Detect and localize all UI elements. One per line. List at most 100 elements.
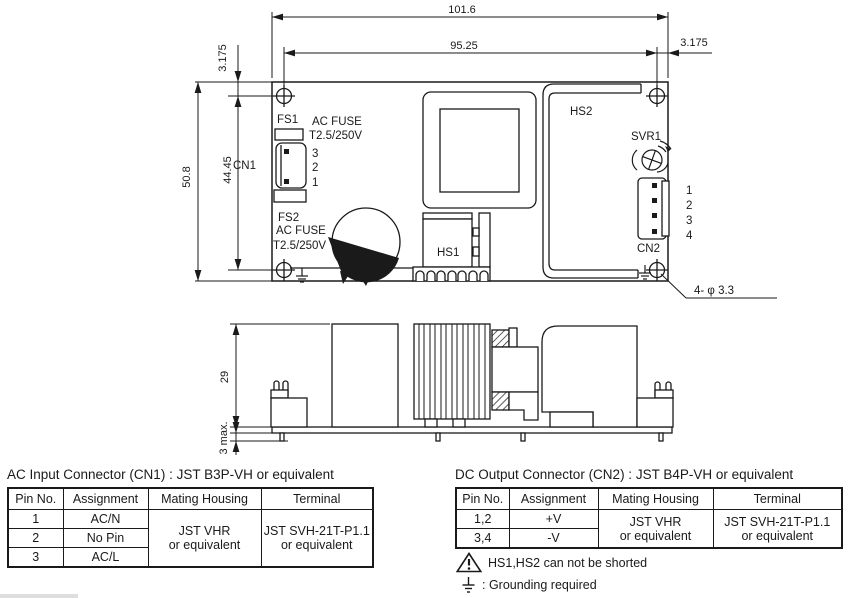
side-inductor-assembly [491,327,539,421]
cn2-label: CN2 [637,243,660,255]
warning-note-text: HS1,HS2 can not be shorted [488,555,648,570]
hs1-comb-teeth [415,270,489,281]
svr1-arc-rotate-1 [657,145,667,153]
table-row: 1 AC/N JST VHR or equivalent JST SVH-21T… [7,509,374,568]
cn2-col-assignment: Assignment [508,487,599,510]
cn1-table-header-row: Pin No. Assignment Mating Housing Termin… [7,487,374,510]
cn1-col-pin: Pin No. [7,487,64,510]
cn2-col-terminal: Terminal [712,487,843,510]
cn2-pin-mark-3 [652,213,657,218]
svr1-arc-rotate-2 [659,140,672,150]
cn2-mating-housing: JST VHR or equivalent [597,509,714,549]
capacitor-spike-2 [359,275,371,286]
cn1-col-assignment: Assignment [62,487,149,510]
cn2-table: Pin No. Assignment Mating Housing Termin… [455,487,843,549]
ground-symbol-right [639,265,651,280]
pcb-mechanical-drawing: FS1 AC FUSE T2.5/250V CN1 3 2 1 FS2 AC F… [181,4,777,455]
svr1-arc-left [631,149,638,171]
cn1-row2-assignment: No Pin [62,528,149,548]
dim-pin-length: 3 max. [218,421,230,454]
table-row: 2 No Pin [7,528,373,548]
svr1-potentiometer [631,140,672,173]
side-connector-left [270,380,308,428]
cn2-row2-pin: 3,4 [455,528,510,549]
top-view [271,81,777,299]
fs2-desc-2: T2.5/250V [273,240,326,252]
ground-icon [462,577,475,593]
cn1-pin-3: 3 [312,148,318,160]
dim-offset-right: 3.175 [680,37,708,49]
cn2-pin-4: 4 [686,230,693,242]
svr1-label: SVR1 [631,131,661,143]
hs1-label: HS1 [437,247,459,259]
fuse-fs1 [274,128,304,141]
cn2-pin-2: 2 [686,200,692,212]
ground-symbol-left [296,268,308,283]
cn2-col-housing: Mating Housing [597,487,714,510]
table-row: 1,2 +V JST VHR or equivalent JST SVH-21T… [455,509,843,549]
cn1-table: Pin No. Assignment Mating Housing Termin… [7,487,374,568]
cn1-connector [275,142,307,189]
side-view-dimension-labels: 29 3 max. [218,371,231,455]
cn1-row1-assignment: AC/N [62,509,149,529]
cn2-table-title: DC Output Connector (CN2) : JST B4P-VH o… [455,467,794,482]
warning-triangle-icon [456,552,482,573]
dim-height-holes: 44.45 [222,156,234,184]
cn1-pin-mark-top [284,149,289,154]
dim-offset-left: 3.175 [217,44,229,72]
cn2-table-section: DC Output Connector (CN2) : JST B4P-VH o… [455,467,843,549]
cn1-row3-assignment: AC/L [62,547,149,568]
grounding-note-text: : Grounding required [482,578,597,592]
cn2-table-header-row: Pin No. Assignment Mating Housing Termin… [455,487,843,510]
cn2-row1-assignment: +V [508,509,599,529]
fs1-desc-2: T2.5/250V [309,130,362,142]
top-view-dimensions [194,12,712,282]
table-row: 3,4 -V [455,528,842,549]
dim-component-height: 29 [219,371,231,383]
screw-hole-bottom-right [646,259,668,281]
cn2-pin-mark-4 [652,229,657,234]
cn1-row1-pin: 1 [7,509,64,529]
side-connector-right [636,381,674,428]
dim-width-holes: 95.25 [450,40,478,52]
side-view [270,323,674,442]
cn1-pin-2: 2 [312,162,318,174]
cn2-pin-3: 3 [686,215,692,227]
cn2-pin-mark-2 [652,198,657,203]
hs2-label: HS2 [570,106,592,118]
side-heatsink [541,325,638,428]
cn1-table-title: AC Input Connector (CN1) : JST B3P-VH or… [7,467,334,482]
svr1-arrowhead [665,146,671,152]
table-row: 3 AC/L [7,547,373,568]
capacitor-top [328,207,401,286]
cn2-terminal: JST SVH-21T-P1.1 or equivalent [712,509,843,549]
fs1-label: FS1 [277,114,298,126]
cn1-table-section: AC Input Connector (CN1) : JST B3P-VH or… [7,467,374,568]
hs1-heatsink [290,212,491,282]
cn1-row2-pin: 2 [7,528,64,548]
pcb-bar [271,426,673,434]
fs1-desc-1: AC FUSE [312,116,362,128]
svr1-arc-bottom-right [656,162,669,173]
capacitor-spike-1 [340,271,350,284]
cn1-pin-mark-bottom [284,179,289,184]
capacitor-wedge [328,237,399,283]
cn2-pin-mark-1 [652,183,657,188]
cn1-col-housing: Mating Housing [147,487,262,510]
cn1-col-terminal: Terminal [260,487,374,510]
fuse-fs2 [273,189,307,203]
side-view-dimensions [230,323,330,455]
side-transformer [413,323,491,428]
cn2-connector [637,177,670,240]
top-view-dimension-labels: 101.6 95.25 3.175 3.175 50.8 44.45 [181,4,708,188]
cn2-col-pin: Pin No. [455,487,510,510]
cn1-pin-1: 1 [312,177,318,189]
cn1-terminal: JST SVH-21T-P1.1 or equivalent [260,509,374,568]
cn2-row2-assignment: -V [508,528,599,549]
dim-width-total: 101.6 [448,4,476,16]
grounding-note: : Grounding required [461,576,597,594]
cn2-row1-pin: 1,2 [455,509,510,529]
side-capacitor [331,323,399,428]
hole-callout-label: 4- φ 3.3 [694,285,734,297]
pcb-pins [279,432,664,442]
